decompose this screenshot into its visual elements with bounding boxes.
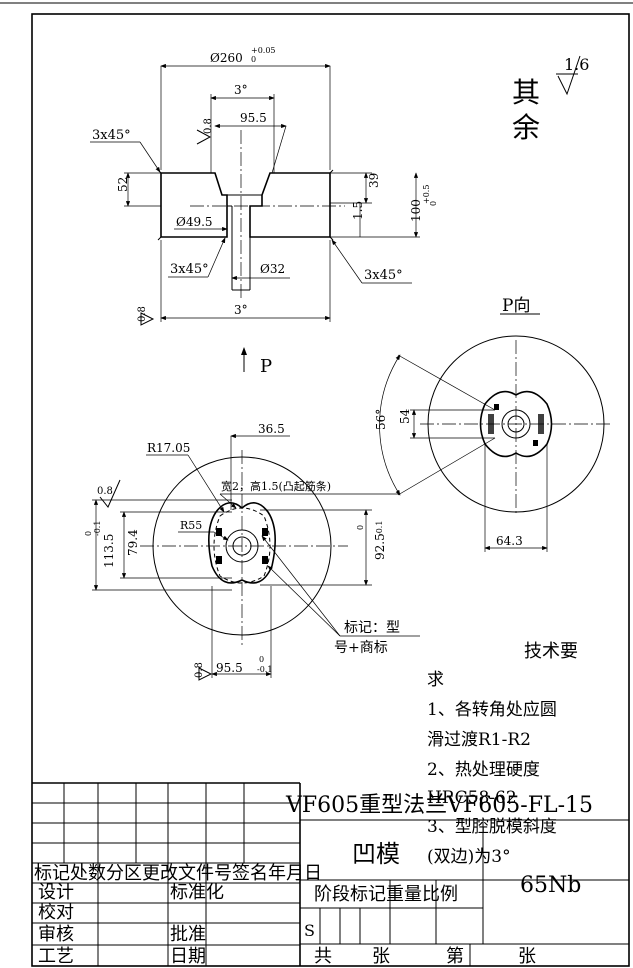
- tech-req-line-4: HRC58-62: [427, 788, 517, 808]
- front-mark-note-1: 标记：型: [344, 620, 400, 636]
- tb-standard: 标准化: [170, 882, 224, 903]
- drawing-frame: [31, 13, 630, 967]
- dim-39: 39: [367, 173, 381, 188]
- tb-sheets: 张: [372, 946, 390, 967]
- dim-angle-top: 3°: [234, 83, 248, 97]
- tb-no: 第: [446, 946, 464, 967]
- tb-sheet2: 张: [518, 946, 536, 967]
- view-arrow-p: P: [241, 347, 272, 377]
- dim-955-inner: 95.5: [240, 111, 267, 125]
- tech-req-line-3: 2、热处理硬度: [427, 760, 540, 780]
- section-right-body: [249, 172, 331, 238]
- tb-part-name: 凹模: [352, 840, 400, 868]
- tb-process: 工艺: [38, 946, 74, 967]
- p-view-angle-56: 56°: [374, 409, 388, 430]
- roughness-other-1: 其余: [512, 76, 540, 144]
- tb-design: 设计: [38, 882, 74, 903]
- tech-req-title: 技术要: [524, 641, 578, 662]
- rough-08-inner: 0.8: [196, 118, 214, 145]
- dim-100-tol-lower: 0: [429, 201, 438, 206]
- front-dim-925-tol-upper: 0: [356, 525, 365, 530]
- front-dim-955-tol-lower: -0.1: [257, 665, 272, 674]
- tb-approve: 批准: [170, 924, 206, 945]
- tb-stage-header: 阶段标记重量比例: [314, 884, 458, 905]
- p-view-dim-643: 64.3: [496, 534, 523, 548]
- p-view-dim-54: 54: [398, 408, 412, 424]
- tech-req-line-2: 滑过渡R1-R2: [427, 730, 531, 750]
- roughness-value: 1.6: [564, 55, 589, 74]
- tb-drawing-no: VF605重型法兰VF605-FL-15: [285, 793, 593, 818]
- section-view: Ø260 +0.05 0 3° 95.5 0.8 3x45° 52 39: [90, 46, 438, 326]
- tb-check: 校对: [38, 902, 74, 923]
- front-mark-note-2: 号+商标: [334, 640, 388, 656]
- front-r55: R55: [180, 519, 202, 532]
- roughness-note: 其余 1.6: [512, 55, 589, 144]
- dim-15: 1.5: [351, 201, 365, 220]
- chamfer-top-left: 3x45°: [92, 128, 131, 143]
- svg-text:0.8: 0.8: [97, 486, 113, 497]
- front-dim-955: 95.5: [216, 661, 243, 675]
- chamfer-bottom-left: 3x45°: [170, 262, 209, 277]
- dim-52: 52: [116, 177, 130, 192]
- front-view: R17.05 36.5 0.8 宽2，高1.5(凸起筋条) R55 113.5 …: [84, 422, 420, 681]
- tech-requirements: 技术要 求 1、各转角处应圆 滑过渡R1-R2 2、热处理硬度 HRC58-62…: [427, 641, 578, 867]
- front-dim-955-tol-upper: 0: [259, 655, 264, 664]
- front-rough-08: 0.8: [97, 479, 121, 508]
- dim-angle-bottom: 3°: [234, 303, 248, 317]
- title-block: VF605重型法兰VF605-FL-15 凹模 65Nb 标记处数分区更改文件号…: [32, 782, 629, 967]
- dim-d32: Ø32: [260, 262, 285, 276]
- svg-text:0.8: 0.8: [203, 118, 214, 134]
- tech-req-line-6: (双边)为3°: [427, 847, 511, 867]
- dim-100: 100: [409, 199, 423, 222]
- front-dim-925: 92.5: [373, 533, 387, 560]
- tb-rev-header: 标记处数分区更改文件号签名年月日: [34, 863, 322, 884]
- front-dim-1135-tol-upper: 0: [84, 531, 93, 536]
- front-rib-note: 宽2，高1.5(凸起筋条): [221, 479, 331, 493]
- tb-review: 审核: [38, 924, 74, 945]
- tb-date: 日期: [170, 946, 206, 967]
- tech-req-line-1: 1、各转角处应圆: [427, 700, 557, 720]
- front-dim-365: 36.5: [258, 422, 285, 436]
- front-dim-1135: 113.5: [102, 534, 116, 568]
- front-r1705: R17.05: [147, 441, 190, 455]
- tb-stage-s: S: [304, 921, 315, 940]
- front-dim-1135-tol-lower: -0.1: [93, 521, 102, 536]
- dim-d260-tol-lower: 0: [251, 55, 256, 64]
- dim-d260-tol-upper: +0.05: [251, 46, 276, 55]
- tech-req-line-0: 求: [427, 670, 444, 690]
- dim-d260: Ø260: [210, 51, 243, 65]
- rough-08-bottom: 0.8: [137, 306, 155, 326]
- dim-100-tol-upper: +0.5: [422, 185, 431, 204]
- dim-d495: Ø49.5: [176, 215, 213, 229]
- tech-req-line-5: 3、型腔脱模斜度: [427, 817, 557, 837]
- tb-material: 65Nb: [520, 873, 581, 898]
- front-dim-794: 79.4: [126, 529, 140, 556]
- p-view-title: P向: [502, 296, 530, 316]
- chamfer-bottom-right: 3x45°: [364, 268, 403, 283]
- p-view: P向 56° 54 64.3: [374, 296, 612, 552]
- front-rough-08-bottom: 0.8: [194, 662, 213, 681]
- front-dim-925-tol-lower: -0.1: [375, 521, 384, 536]
- arrow-p-label: P: [260, 356, 272, 377]
- tb-total: 共: [314, 946, 332, 967]
